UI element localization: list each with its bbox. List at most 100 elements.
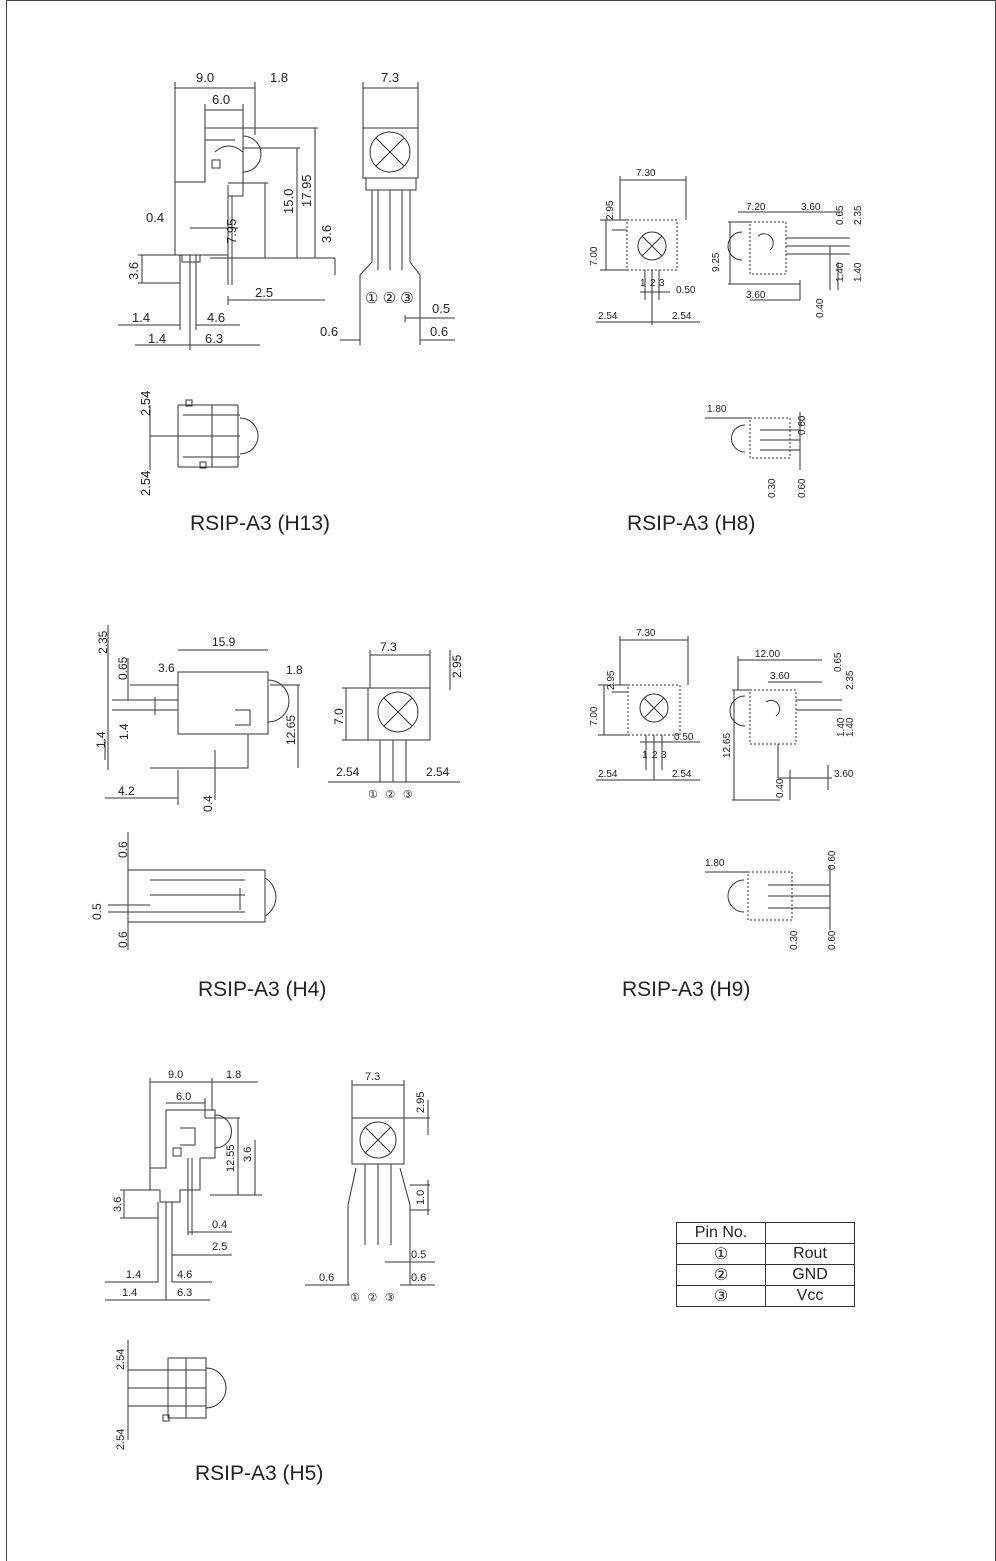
dimension-label: 2.35 <box>96 630 110 654</box>
pin-number: ③ <box>676 1285 766 1307</box>
dimension-label: 3.60 <box>770 671 790 682</box>
dimension-label: 9.0 <box>196 70 214 85</box>
dimension-label: 0.30 <box>789 930 800 950</box>
h5-dimension-text: 9.0 1.8 6.0 7.3 2.95 12.55 3.6 3.6 0.4 1… <box>112 1069 427 1450</box>
pin-table-header-function <box>765 1222 855 1244</box>
dimension-label: 0.4 <box>212 1219 227 1231</box>
dimension-label: 1.80 <box>707 404 727 415</box>
dimension-label: 3.6 <box>319 225 334 243</box>
dimension-label: 1.4 <box>148 331 166 346</box>
dimension-label: 2.54 <box>672 769 692 780</box>
dimension-label: 12.65 <box>722 733 733 758</box>
dimension-label: 4.6 <box>177 1269 192 1281</box>
dimension-label: 3.6 <box>242 1147 254 1162</box>
dimension-label: ① ② ③ <box>365 290 414 307</box>
h8-dimension-text: 7.30 2.95 7.00 7.20 3.60 0.65 2.35 9.25 … <box>589 168 864 498</box>
h5-front-view <box>305 1080 435 1286</box>
dimension-label: 12.00 <box>755 649 780 660</box>
pin-table-header-row: Pin No. <box>676 1222 855 1244</box>
dimension-label: 2 <box>652 750 658 761</box>
dimension-label: 0.5 <box>90 903 104 920</box>
dimension-label: 1 <box>640 278 646 289</box>
dimension-label: 0.50 <box>674 732 694 743</box>
dimension-label: 1.8 <box>226 1069 241 1081</box>
h8-bottom-view <box>705 412 801 470</box>
dimension-label: 0.6 <box>116 931 130 948</box>
dimension-label: 0.6 <box>320 324 338 339</box>
pin-function: Vcc <box>765 1285 855 1307</box>
dimension-label: 0.6 <box>116 841 130 858</box>
dimension-label: 0.50 <box>676 285 696 296</box>
dimension-label: 3 <box>661 750 667 761</box>
h4-side-view <box>104 625 300 805</box>
dimension-label: 1.4 <box>122 1287 137 1299</box>
dimension-label: 2.95 <box>605 200 616 220</box>
dimension-label: 2.95 <box>450 654 464 678</box>
dimension-label: 4.2 <box>118 784 135 798</box>
dimension-label: 9.0 <box>168 1069 183 1081</box>
h4-pin-markers: ① ② ③ <box>368 788 415 801</box>
dimension-label: 0.60 <box>797 415 808 435</box>
dimension-label: 2.5 <box>255 285 273 300</box>
dimension-label: 2.54 <box>115 1429 127 1450</box>
dimension-label: 3.60 <box>746 290 766 301</box>
dimension-label: 2.54 <box>598 769 618 780</box>
pin-number: ① <box>676 1243 766 1265</box>
dimension-label: 0.40 <box>815 298 826 318</box>
dimension-label: 3.6 <box>112 1197 124 1212</box>
dimension-label: 7.3 <box>381 70 399 85</box>
dimension-label: 7.0 <box>332 708 346 725</box>
dimension-label: 7.30 <box>636 628 656 639</box>
caption-h13: RSIP-A3 (H13) <box>190 512 331 535</box>
dimension-label: 0.5 <box>411 1249 426 1261</box>
pin-table: Pin No. ① Rout ② GND ③ Vcc <box>676 1222 855 1307</box>
dimension-label: 12.55 <box>225 1144 237 1172</box>
h4-bottom-view <box>108 832 277 950</box>
dimension-label: 0.60 <box>827 850 838 870</box>
dimension-label: 1.8 <box>286 663 303 677</box>
h8-front-view <box>596 176 700 325</box>
dimension-label: 3 <box>659 278 665 289</box>
dimension-label: 6.3 <box>205 331 223 346</box>
dimension-label: 1.40 <box>845 717 856 737</box>
dimension-label: 2.54 <box>115 1349 127 1370</box>
dimension-label: 0.30 <box>767 478 778 498</box>
caption-h5: RSIP-A3 (H5) <box>195 1462 324 1485</box>
dimension-label: 0.6 <box>411 1272 426 1284</box>
h9-front-view <box>596 636 700 781</box>
dimension-label: 2.54 <box>138 391 153 416</box>
dimension-label: 2.35 <box>853 205 864 225</box>
dimension-label: 2.35 <box>845 670 856 690</box>
dimension-label: 7.3 <box>380 640 397 654</box>
dimension-label: 2.54 <box>138 471 153 496</box>
dimension-label: 0.65 <box>835 205 846 225</box>
dimension-label: 7.00 <box>589 246 600 266</box>
dimension-label: 7.3 <box>365 1071 380 1083</box>
dimension-label: 1.4 <box>126 1269 141 1281</box>
h13-side-view <box>118 82 336 350</box>
dimension-label: 1.4 <box>117 723 131 740</box>
dimension-label: 7.00 <box>589 706 600 726</box>
caption-h8: RSIP-A3 (H8) <box>627 512 756 535</box>
dimension-label: 2.95 <box>606 670 617 690</box>
dimension-label: 0.65 <box>116 656 130 680</box>
dimension-label: 4.6 <box>207 310 225 325</box>
dimension-label: 0.40 <box>775 778 786 798</box>
dimension-label: 1.8 <box>270 70 288 85</box>
dimension-label: 3.6 <box>158 661 175 675</box>
dimension-label: 2.54 <box>672 311 692 322</box>
dimension-label: 0.4 <box>146 210 164 225</box>
pin-function: Rout <box>765 1243 855 1265</box>
h4-dimension-text: 15.9 2.35 0.65 3.6 1.8 7.3 2.95 7.0 12.6… <box>90 630 464 948</box>
dimension-label: 1 <box>642 750 648 761</box>
h9-bottom-view <box>705 865 831 930</box>
dimension-label: 1.0 <box>415 1190 427 1205</box>
pin-function: GND <box>765 1264 855 1286</box>
dimension-label: 7.30 <box>636 168 656 179</box>
dimension-label: 1.40 <box>836 717 847 737</box>
pin-number: ② <box>676 1264 766 1286</box>
dimension-label: 2.54 <box>426 765 450 779</box>
dimension-label: 9.25 <box>711 252 722 272</box>
